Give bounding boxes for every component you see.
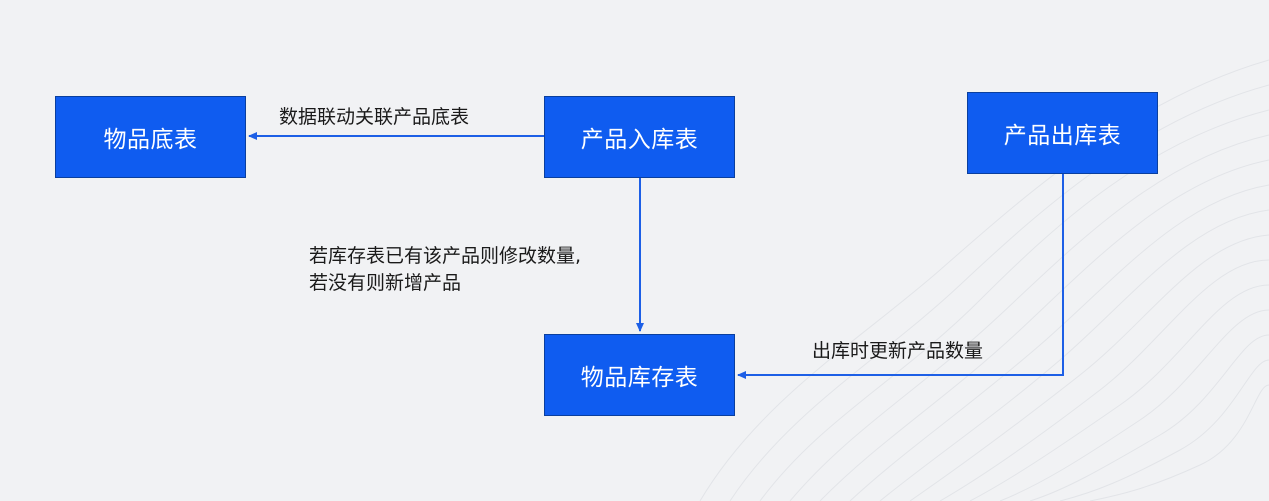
edge-label-inventory-update-line2: 若没有则新增产品 [309,272,462,294]
edge-label-data-link: 数据联动关联产品底表 [279,106,470,128]
node-outbound-label: 产品出库表 [1003,123,1122,149]
node-goods-base-label: 物品底表 [103,127,198,153]
node-inventory-label: 物品库存表 [580,365,699,391]
edge-label-inventory-update-line1: 若库存表已有该产品则修改数量, [309,245,582,267]
edge-label-outbound-update: 出库时更新产品数量 [812,340,984,362]
node-goods-inventory-table: 物品库存表 [544,334,735,416]
node-product-inbound-table: 产品入库表 [544,96,735,178]
node-product-outbound-table: 产品出库表 [967,92,1158,174]
arrow-outbound-to-inventory [737,174,1064,379]
node-inbound-label: 产品入库表 [580,127,699,153]
node-goods-base-table: 物品底表 [55,96,246,178]
